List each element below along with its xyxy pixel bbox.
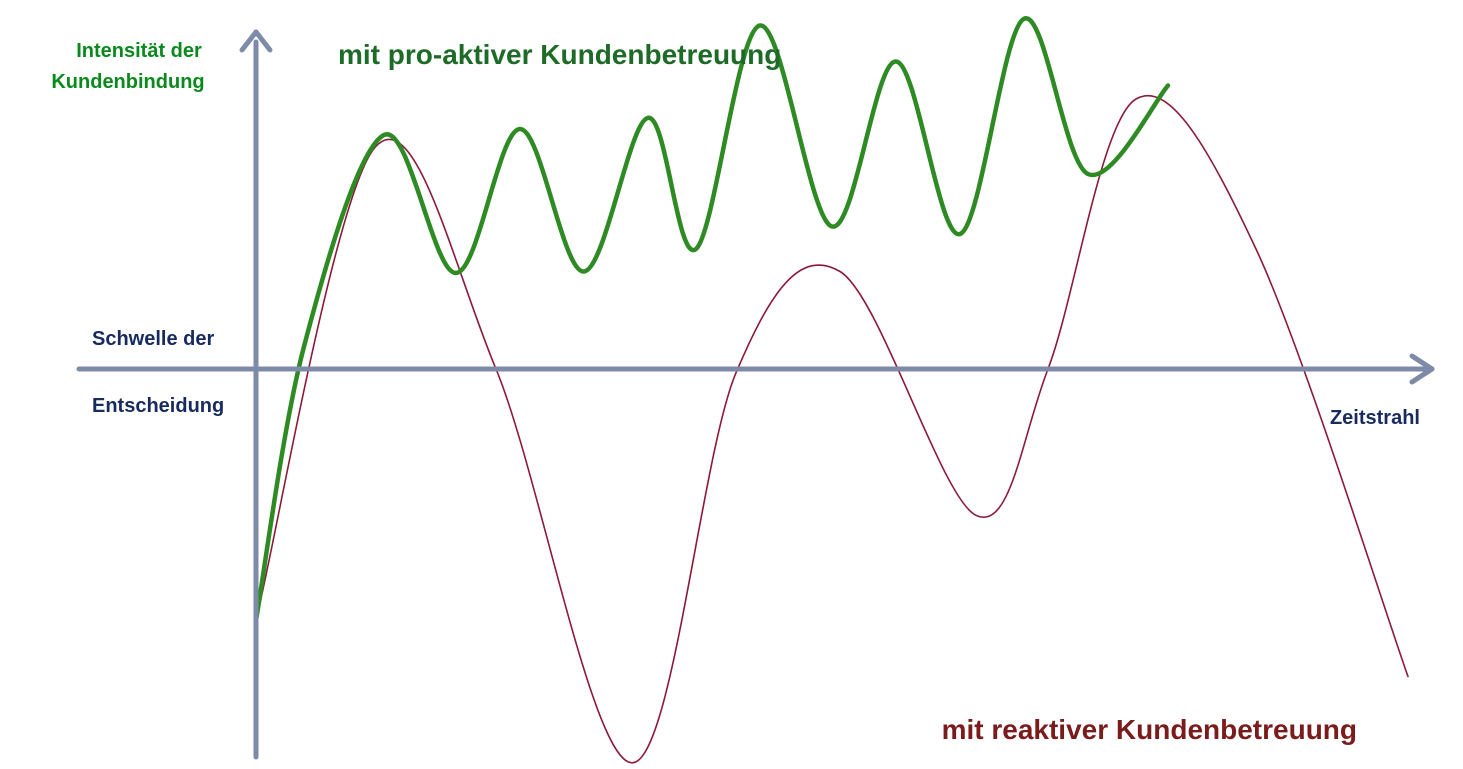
- y-axis-arrow-right: [253, 29, 273, 53]
- series-label-reactive: mit reaktiver Kundenbetreuung: [942, 714, 1357, 745]
- threshold-label-line-1: Schwelle der: [92, 328, 214, 350]
- series-line-proactive: [253, 16, 1171, 623]
- x-axis-label: Zeitstrahl: [1330, 407, 1420, 429]
- y-axis-label-line-2: Kundenbindung: [51, 71, 204, 93]
- series-label-proactive: mit pro-aktiver Kundenbetreuung: [338, 39, 781, 70]
- y-axis-arrow-left: [239, 29, 259, 53]
- labels-layer: Intensität der Kundenbindung Schwelle de…: [51, 39, 1420, 745]
- y-axis-label-line-1: Intensität der: [76, 40, 202, 62]
- curves-layer: [253, 16, 1409, 764]
- x-axis-arrow-bottom: [1409, 366, 1435, 385]
- threshold-label-line-2: Entscheidung: [92, 395, 224, 417]
- series-line-reactive: [255, 94, 1409, 764]
- x-axis-arrow-top: [1409, 353, 1435, 372]
- axes-layer: [76, 29, 1435, 760]
